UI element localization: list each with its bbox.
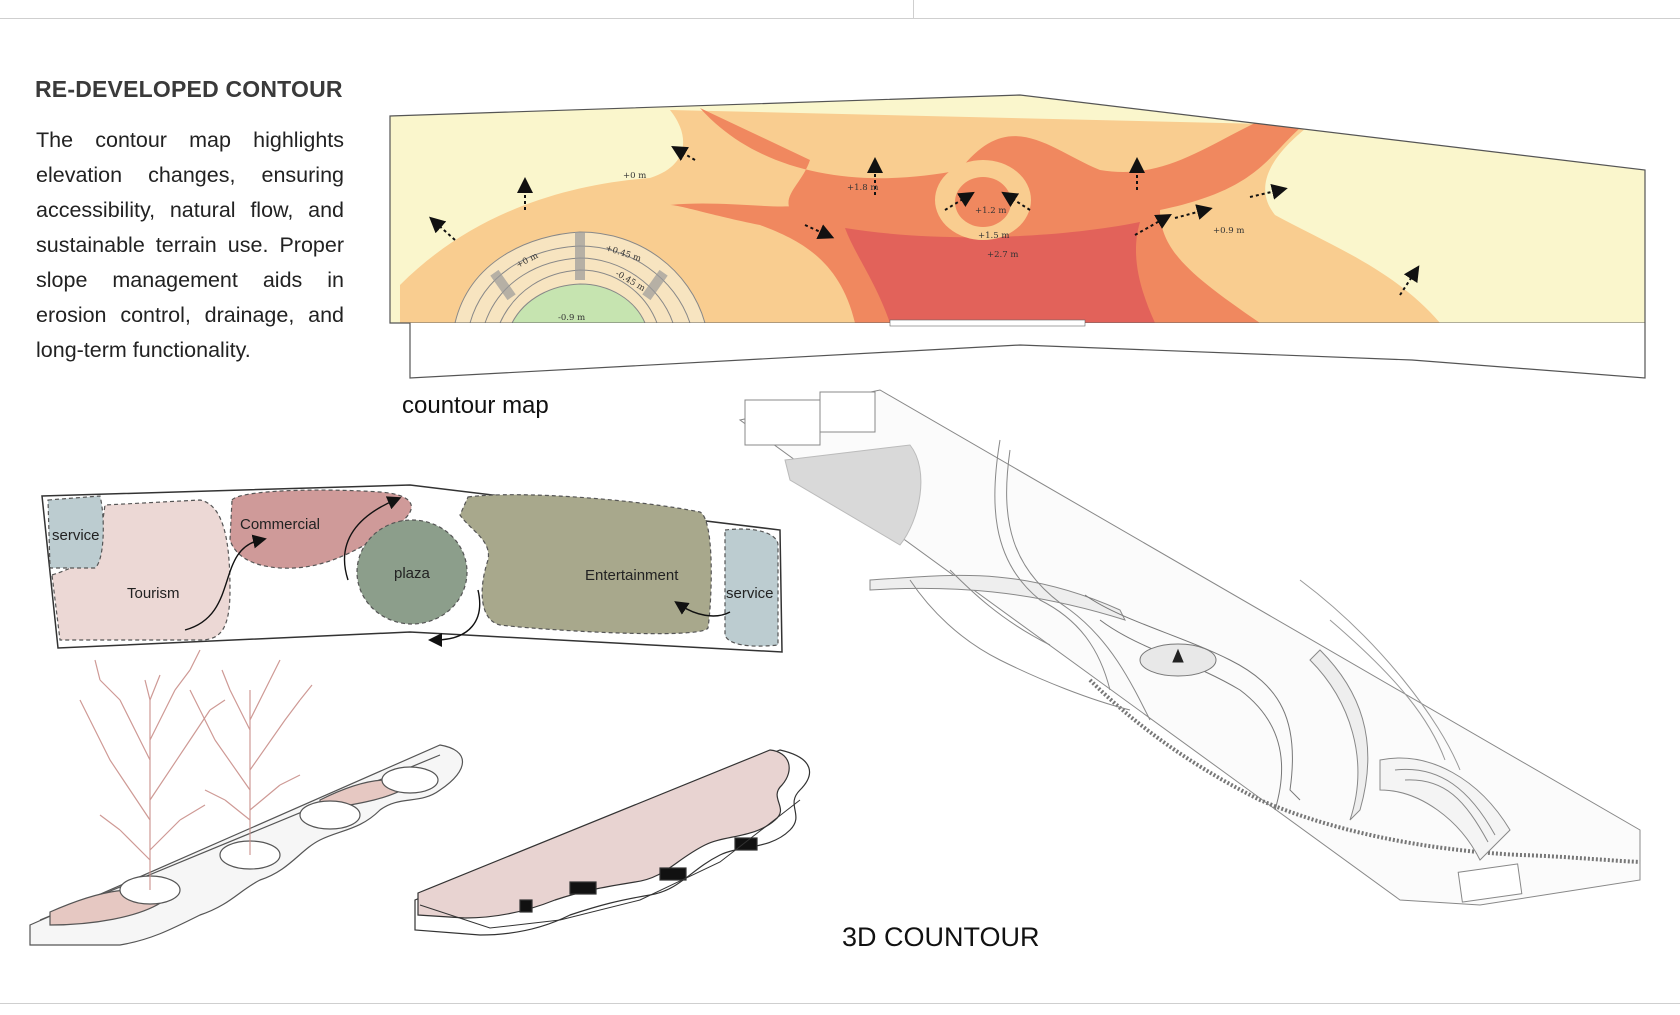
label-service-left: service	[52, 527, 100, 544]
zone-service-left	[47, 495, 104, 569]
label-tourism: Tourism	[127, 585, 180, 602]
seat-block-2	[659, 867, 687, 881]
flow-arrows	[184, 496, 731, 647]
label-plus0-a: +0 m	[623, 171, 646, 181]
building-2	[819, 391, 876, 433]
seat-block-3	[734, 837, 758, 851]
bridge-left	[869, 574, 1126, 621]
contour-map-caption: countour map	[402, 392, 549, 419]
slope-arrows	[429, 145, 1420, 296]
grey-lawn	[784, 444, 922, 546]
label-plus1-2: +1.2 m	[975, 206, 1006, 216]
label-entertainment: Entertainment	[585, 567, 679, 584]
building-1	[744, 399, 821, 446]
top-rule	[0, 18, 1680, 19]
zone-entertainment	[459, 494, 712, 635]
planter-ring-4	[381, 766, 439, 794]
section-heading: RE-DEVELOPED CONTOUR	[35, 76, 343, 102]
arch-right	[1309, 649, 1369, 821]
curve-1	[1084, 594, 1301, 801]
tree-1	[79, 649, 226, 890]
tree-2	[189, 659, 313, 855]
bottom-rule	[0, 1003, 1680, 1004]
label-commercial: Commercial	[240, 516, 320, 533]
seat-block-1	[569, 881, 597, 895]
planter-ring-3	[299, 800, 361, 830]
seating-top	[417, 749, 790, 919]
label-plus2-7: +2.7 m	[987, 250, 1018, 260]
green-zone	[511, 283, 646, 323]
inner-core-zone	[955, 177, 1011, 227]
seat-block-4	[519, 899, 533, 913]
building-3	[1457, 863, 1523, 903]
contour-fill-group	[390, 95, 1645, 323]
top-separator	[913, 0, 914, 18]
contour-3d-caption: 3D COUNTOUR	[842, 922, 1040, 952]
zone-plaza	[356, 519, 468, 625]
label-plus0-9: +0.9 m	[1213, 226, 1244, 236]
walkway-band	[1088, 678, 1641, 864]
zone-service-right	[724, 528, 779, 647]
label-plus1-8: +1.8 m	[847, 183, 878, 193]
label-plus1-5: +1.5 m	[978, 231, 1009, 241]
ramp-upper	[994, 439, 1111, 691]
amphitheatre-3d	[1379, 757, 1511, 861]
red-zone	[845, 222, 1155, 323]
label-service-right: service	[726, 585, 774, 602]
label-plaza: plaza	[394, 565, 431, 582]
curve-2	[1099, 619, 1282, 811]
description-text: The contour map highlights elevation cha…	[36, 128, 344, 362]
zone-tourism	[51, 499, 231, 641]
black-element	[1172, 648, 1184, 663]
ramp-middle	[1006, 449, 1151, 721]
label-minus0-9: -0.9 m	[558, 313, 585, 323]
